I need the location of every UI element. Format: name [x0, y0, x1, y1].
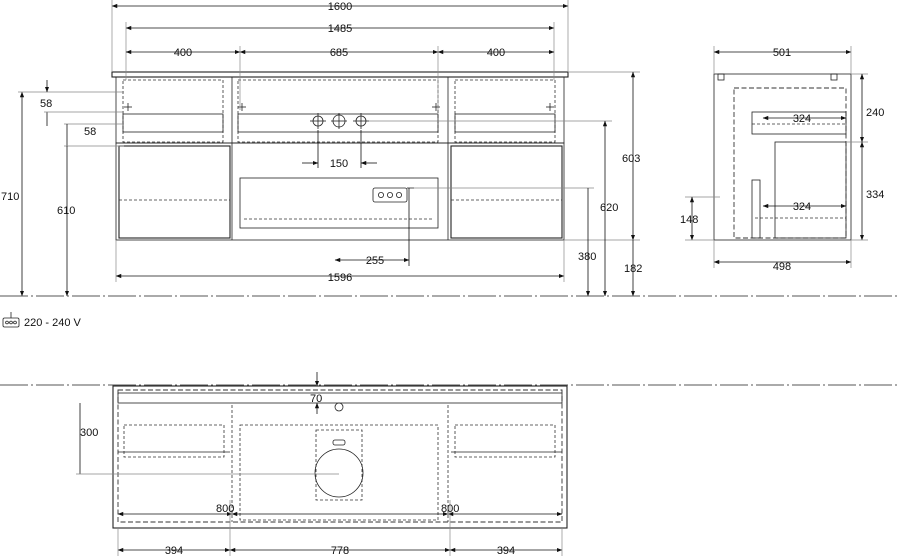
plan-view: 300 70 800 800 394 778 394	[76, 372, 568, 557]
left-top-drawer	[122, 113, 224, 133]
tap-holes	[310, 113, 369, 129]
dim-685: 685	[330, 47, 348, 59]
dim-1485: 1485	[328, 23, 352, 35]
front-dimension-labels: 1600 1485 400 685 400 58 58 710 610 150 …	[1, 1, 642, 284]
dim-1600: 1600	[328, 1, 352, 13]
mount-points	[124, 103, 554, 111]
plan-drain-slot	[332, 439, 346, 446]
side-top-left-block	[717, 73, 725, 81]
power-socket	[372, 187, 414, 203]
side-siphon	[751, 179, 761, 239]
side-dimension-labels: 501 324 324 240 334 148 498	[680, 47, 884, 273]
right-upper-dashed	[454, 79, 556, 143]
right-top-drawer	[454, 113, 556, 133]
plan-center-drawer	[239, 424, 439, 521]
side-lower-drawer	[774, 141, 847, 239]
dim-603: 603	[622, 153, 640, 165]
plan-back-rail	[117, 392, 563, 404]
plan-dashed-body	[117, 389, 563, 523]
countertop-outline	[111, 71, 569, 78]
side-view: 501 324 324 240 334 148 498	[680, 46, 884, 273]
dim-240: 240	[866, 107, 884, 119]
dim-400-right: 400	[487, 47, 505, 59]
left-lower-door	[118, 145, 231, 239]
side-top-right-block	[830, 73, 838, 81]
plan-drain-circle	[314, 448, 364, 498]
plan-siphon-cutout	[315, 429, 363, 501]
center-upper-dashed	[237, 79, 439, 143]
dim-150: 150	[330, 158, 348, 170]
plan-dimension-labels: 300 70 800 800 394 778 394	[80, 393, 515, 557]
left-upper-dashed	[122, 79, 224, 143]
plan-dimensions	[76, 372, 563, 556]
dim-324-lower: 324	[793, 201, 811, 213]
dim-182: 182	[624, 263, 642, 275]
dim-620: 620	[600, 202, 618, 214]
lower-cabinet	[115, 142, 565, 241]
dim-610: 610	[57, 205, 75, 217]
center-top-drawer	[237, 113, 439, 133]
side-dimensions	[685, 46, 868, 268]
dim-255: 255	[366, 255, 384, 267]
center-lower-drawer	[239, 177, 439, 229]
dim-324-top: 324	[793, 113, 811, 125]
dim-334: 334	[866, 189, 884, 201]
plan-tap-hole	[334, 402, 344, 412]
dim-394-left: 394	[165, 545, 183, 557]
front-view: 1600 1485 400 685 400 58 58 710 610 150 …	[1, 0, 642, 297]
dim-380: 380	[578, 251, 596, 263]
dim-58-top: 58	[40, 98, 52, 110]
front-dimensions	[18, 0, 640, 297]
dim-710: 710	[1, 191, 19, 203]
dim-394-right: 394	[497, 545, 515, 557]
dim-800-left: 800	[216, 503, 234, 515]
dim-70: 70	[310, 393, 322, 405]
dim-400-left: 400	[174, 47, 192, 59]
dim-300: 300	[80, 427, 98, 439]
dim-778: 778	[331, 545, 349, 557]
dim-800-right: 800	[441, 503, 459, 515]
plan-right-drawer	[454, 424, 556, 458]
side-top-drawer	[751, 111, 847, 135]
side-outline	[713, 73, 852, 241]
power-voltage-label: 220 - 240 V	[24, 317, 82, 329]
plan-left-drawer	[123, 424, 225, 458]
dim-148: 148	[680, 214, 698, 226]
right-lower-door	[450, 145, 563, 239]
side-dashed-body	[733, 87, 847, 239]
dim-1596: 1596	[328, 272, 352, 284]
power-symbol-icon	[2, 312, 20, 328]
dim-58-lower: 58	[84, 126, 96, 138]
upper-frame	[115, 76, 565, 144]
dim-498: 498	[773, 261, 791, 273]
plan-outer	[112, 385, 568, 529]
dim-501: 501	[773, 47, 791, 59]
